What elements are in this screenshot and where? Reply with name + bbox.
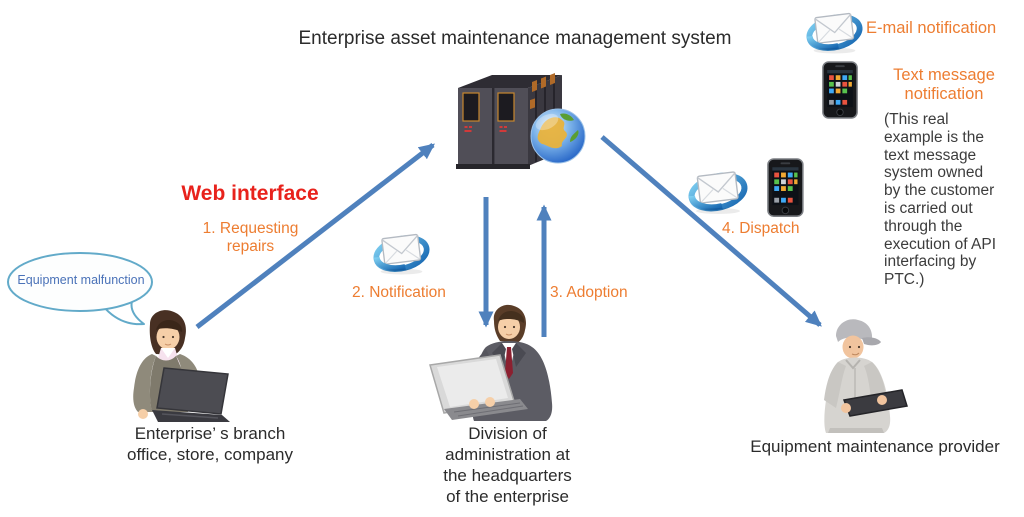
technician-with-tablet-figure bbox=[824, 319, 908, 433]
email-swoosh-icon bbox=[806, 12, 863, 53]
email-swoosh-icon bbox=[373, 233, 430, 274]
legend-email-label: E-mail notification bbox=[866, 19, 997, 37]
speech-bubble bbox=[7, 252, 153, 326]
server-rack-globe-icon bbox=[456, 73, 586, 169]
step4-dispatch-label: 4. Dispatch bbox=[722, 220, 800, 237]
arrow-dispatch bbox=[600, 135, 822, 327]
man-with-laptop-figure bbox=[429, 304, 553, 421]
smartphone-icon bbox=[822, 61, 858, 119]
step1-requesting-repairs-label: 1. Requesting repairs bbox=[202, 220, 299, 255]
web-interface-label: Web interface bbox=[181, 182, 319, 205]
speech-bubble-text: Equipment malfunction bbox=[17, 273, 145, 287]
email-swoosh-icon bbox=[688, 170, 748, 214]
branch-office-label: Enterprise’ s branch office, store, comp… bbox=[127, 424, 293, 464]
woman-with-laptop-figure bbox=[133, 310, 230, 422]
step3-adoption-label: 3. Adoption bbox=[550, 284, 628, 301]
smartphone-icon bbox=[767, 158, 804, 217]
legend-sms-label: Text message notification bbox=[893, 66, 995, 103]
step2-notification-label: 2. Notification bbox=[352, 284, 446, 301]
arrow-requesting-repairs bbox=[195, 143, 435, 329]
headquarters-label: Division of administration at the headqu… bbox=[443, 424, 572, 506]
note-text: (This real example is the text message s… bbox=[884, 111, 997, 289]
maintenance-provider-label: Equipment maintenance provider bbox=[750, 437, 1000, 456]
diagram-title: Enterprise asset maintenance management … bbox=[298, 28, 732, 49]
